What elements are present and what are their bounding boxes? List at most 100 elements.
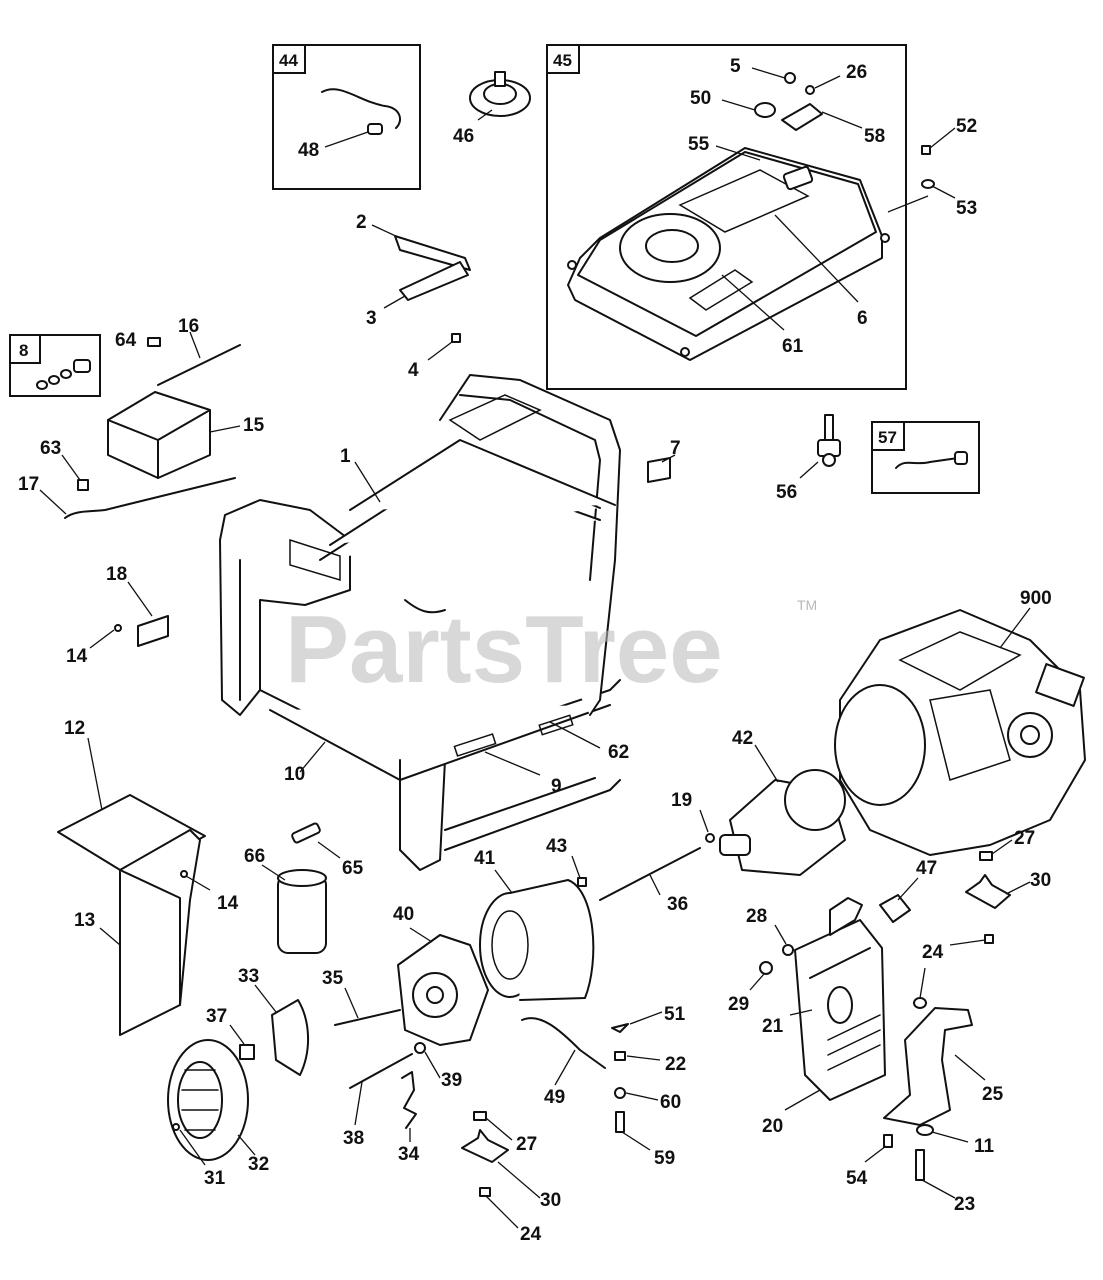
bolt-35 [334,1009,401,1026]
callout: 2 [356,212,367,233]
bolt-64 [147,337,161,347]
callout: 24 [922,942,944,963]
watermark-tm: TM [797,597,817,613]
callout: 61 [782,336,804,357]
callout: 9 [551,776,562,797]
callout: 41 [474,848,496,869]
callout: 35 [322,968,344,989]
battery [107,391,241,479]
bolt-63 [77,479,89,491]
callout: 11 [974,1136,995,1157]
generator-frame [219,374,621,871]
callout: 16 [178,316,199,337]
bracket-18 [89,581,169,649]
callout: 20 [762,1116,783,1137]
inset-57[interactable]: 57 [871,421,980,494]
callout: 14 [66,646,88,667]
callout: 13 [74,910,95,931]
callout: 38 [343,1128,364,1149]
callout: 17 [18,474,39,495]
callout: 18 [106,564,127,585]
callout: 64 [115,330,137,351]
nut-22 [614,1051,626,1061]
callout-labels: 1 2 3 4 5 6 7 9 10 11 12 13 14 14 15 16 … [18,56,1052,1245]
callout: 7 [670,438,681,459]
screw-4 [451,333,461,343]
callout: 37 [206,1006,227,1027]
callout: 27 [1014,828,1035,849]
callout: 53 [956,198,977,219]
callout: 66 [244,846,265,867]
callout: 47 [916,858,937,879]
callout: 30 [1030,870,1051,891]
callout: 39 [441,1070,462,1091]
ground-wire-49 [521,1017,606,1069]
callout: 5 [730,56,741,77]
bracket-25 [883,1007,973,1126]
callout: 22 [665,1054,686,1075]
inset-8-tag: 8 [19,341,28,360]
screw-54 [883,1134,893,1148]
nut-43 [577,877,587,887]
fuel-tank [567,147,890,361]
muffler-20 [784,897,886,1111]
callout: 32 [248,1154,269,1175]
brush-34 [401,1071,417,1129]
callout: 30 [540,1190,561,1211]
callout: 42 [732,728,753,749]
fan-housing-32 [167,1039,256,1161]
callout: 34 [398,1144,420,1165]
callout: 56 [776,482,797,503]
callout: 55 [688,134,710,155]
callout: 59 [654,1148,675,1169]
callout: 10 [284,764,305,785]
nut-24-bottom [479,1187,491,1197]
inset-45[interactable]: 45 [546,44,907,390]
nut-52 [921,145,931,155]
watermark: PartsTree [285,596,723,703]
plate-12 [57,794,206,877]
callout: 12 [64,718,85,739]
callout: 54 [846,1168,868,1189]
clip-37 [239,1044,255,1060]
callout: 33 [238,966,259,987]
callout: 25 [982,1084,1004,1105]
callout: 4 [408,360,419,381]
washer-39 [414,1042,426,1054]
nut-27-bottom [473,1111,487,1121]
callout: 900 [1020,588,1052,609]
rear-bearing-carrier-40 [397,927,489,1046]
callout: 6 [857,308,868,329]
callout: 60 [660,1092,681,1113]
callout: 1 [340,446,351,467]
callout: 28 [746,906,767,927]
callout: 3 [366,308,377,329]
nut-24-lower [913,997,927,1009]
rotor-42 [719,744,846,876]
callout: 62 [608,742,629,763]
stator-41 [479,869,595,1001]
callout: 40 [393,904,414,925]
handle-grip [371,224,471,309]
callout: 26 [846,62,867,83]
washer-53 [921,179,935,189]
callout: 51 [664,1004,686,1025]
gasket-47 [879,894,911,923]
inset-8[interactable]: 8 [9,334,101,397]
capacitor-66 [261,864,327,954]
callout: 58 [864,126,885,147]
decal-7 [647,457,671,483]
panel-13 [99,829,211,1036]
nut-51 [611,1023,629,1033]
bolt-23 [915,1149,925,1181]
callout: 23 [954,1194,975,1215]
inset-44[interactable]: 44 [272,44,421,190]
mount-30-bottom [461,1129,509,1163]
callout: 19 [671,790,692,811]
battery-strap-17 [64,477,236,519]
washer-19 [705,833,715,843]
cover-33 [271,999,309,1076]
bolt-59 [615,1111,625,1133]
washer-60 [614,1087,626,1099]
callout: 36 [667,894,688,915]
